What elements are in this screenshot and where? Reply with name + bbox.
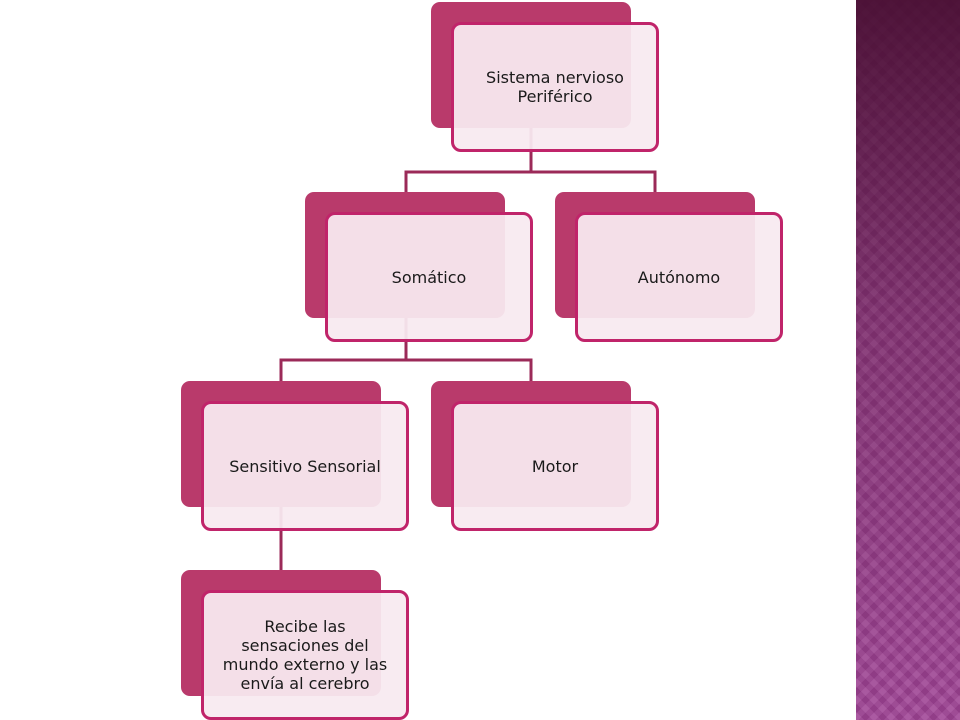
node-somatico-box: Somático xyxy=(325,212,533,342)
node-sensitivo-sensorial: Sensitivo Sensorial xyxy=(181,381,411,533)
node-root: Sistema nervioso Periférico xyxy=(431,2,661,154)
node-autonomo-label: Autónomo xyxy=(637,267,721,287)
node-sensitivo-label: Sensitivo Sensorial xyxy=(229,456,381,476)
node-somatico: Somático xyxy=(305,192,535,344)
node-somatico-label: Somático xyxy=(391,267,467,287)
node-autonomo: Autónomo xyxy=(555,192,785,344)
node-root-box: Sistema nervioso Periférico xyxy=(451,22,659,152)
node-recibe-label: Recibe las sensaciones del mundo externo… xyxy=(222,617,388,693)
node-root-label: Sistema nervioso Periférico xyxy=(486,68,624,106)
node-motor: Motor xyxy=(431,381,661,533)
node-motor-label: Motor xyxy=(531,456,579,476)
node-recibe-box: Recibe las sensaciones del mundo externo… xyxy=(201,590,409,720)
node-autonomo-box: Autónomo xyxy=(575,212,783,342)
node-recibe-sensaciones: Recibe las sensaciones del mundo externo… xyxy=(181,570,411,720)
decorative-side-panel xyxy=(856,0,960,720)
node-motor-box: Motor xyxy=(451,401,659,531)
node-sensitivo-box: Sensitivo Sensorial xyxy=(201,401,409,531)
